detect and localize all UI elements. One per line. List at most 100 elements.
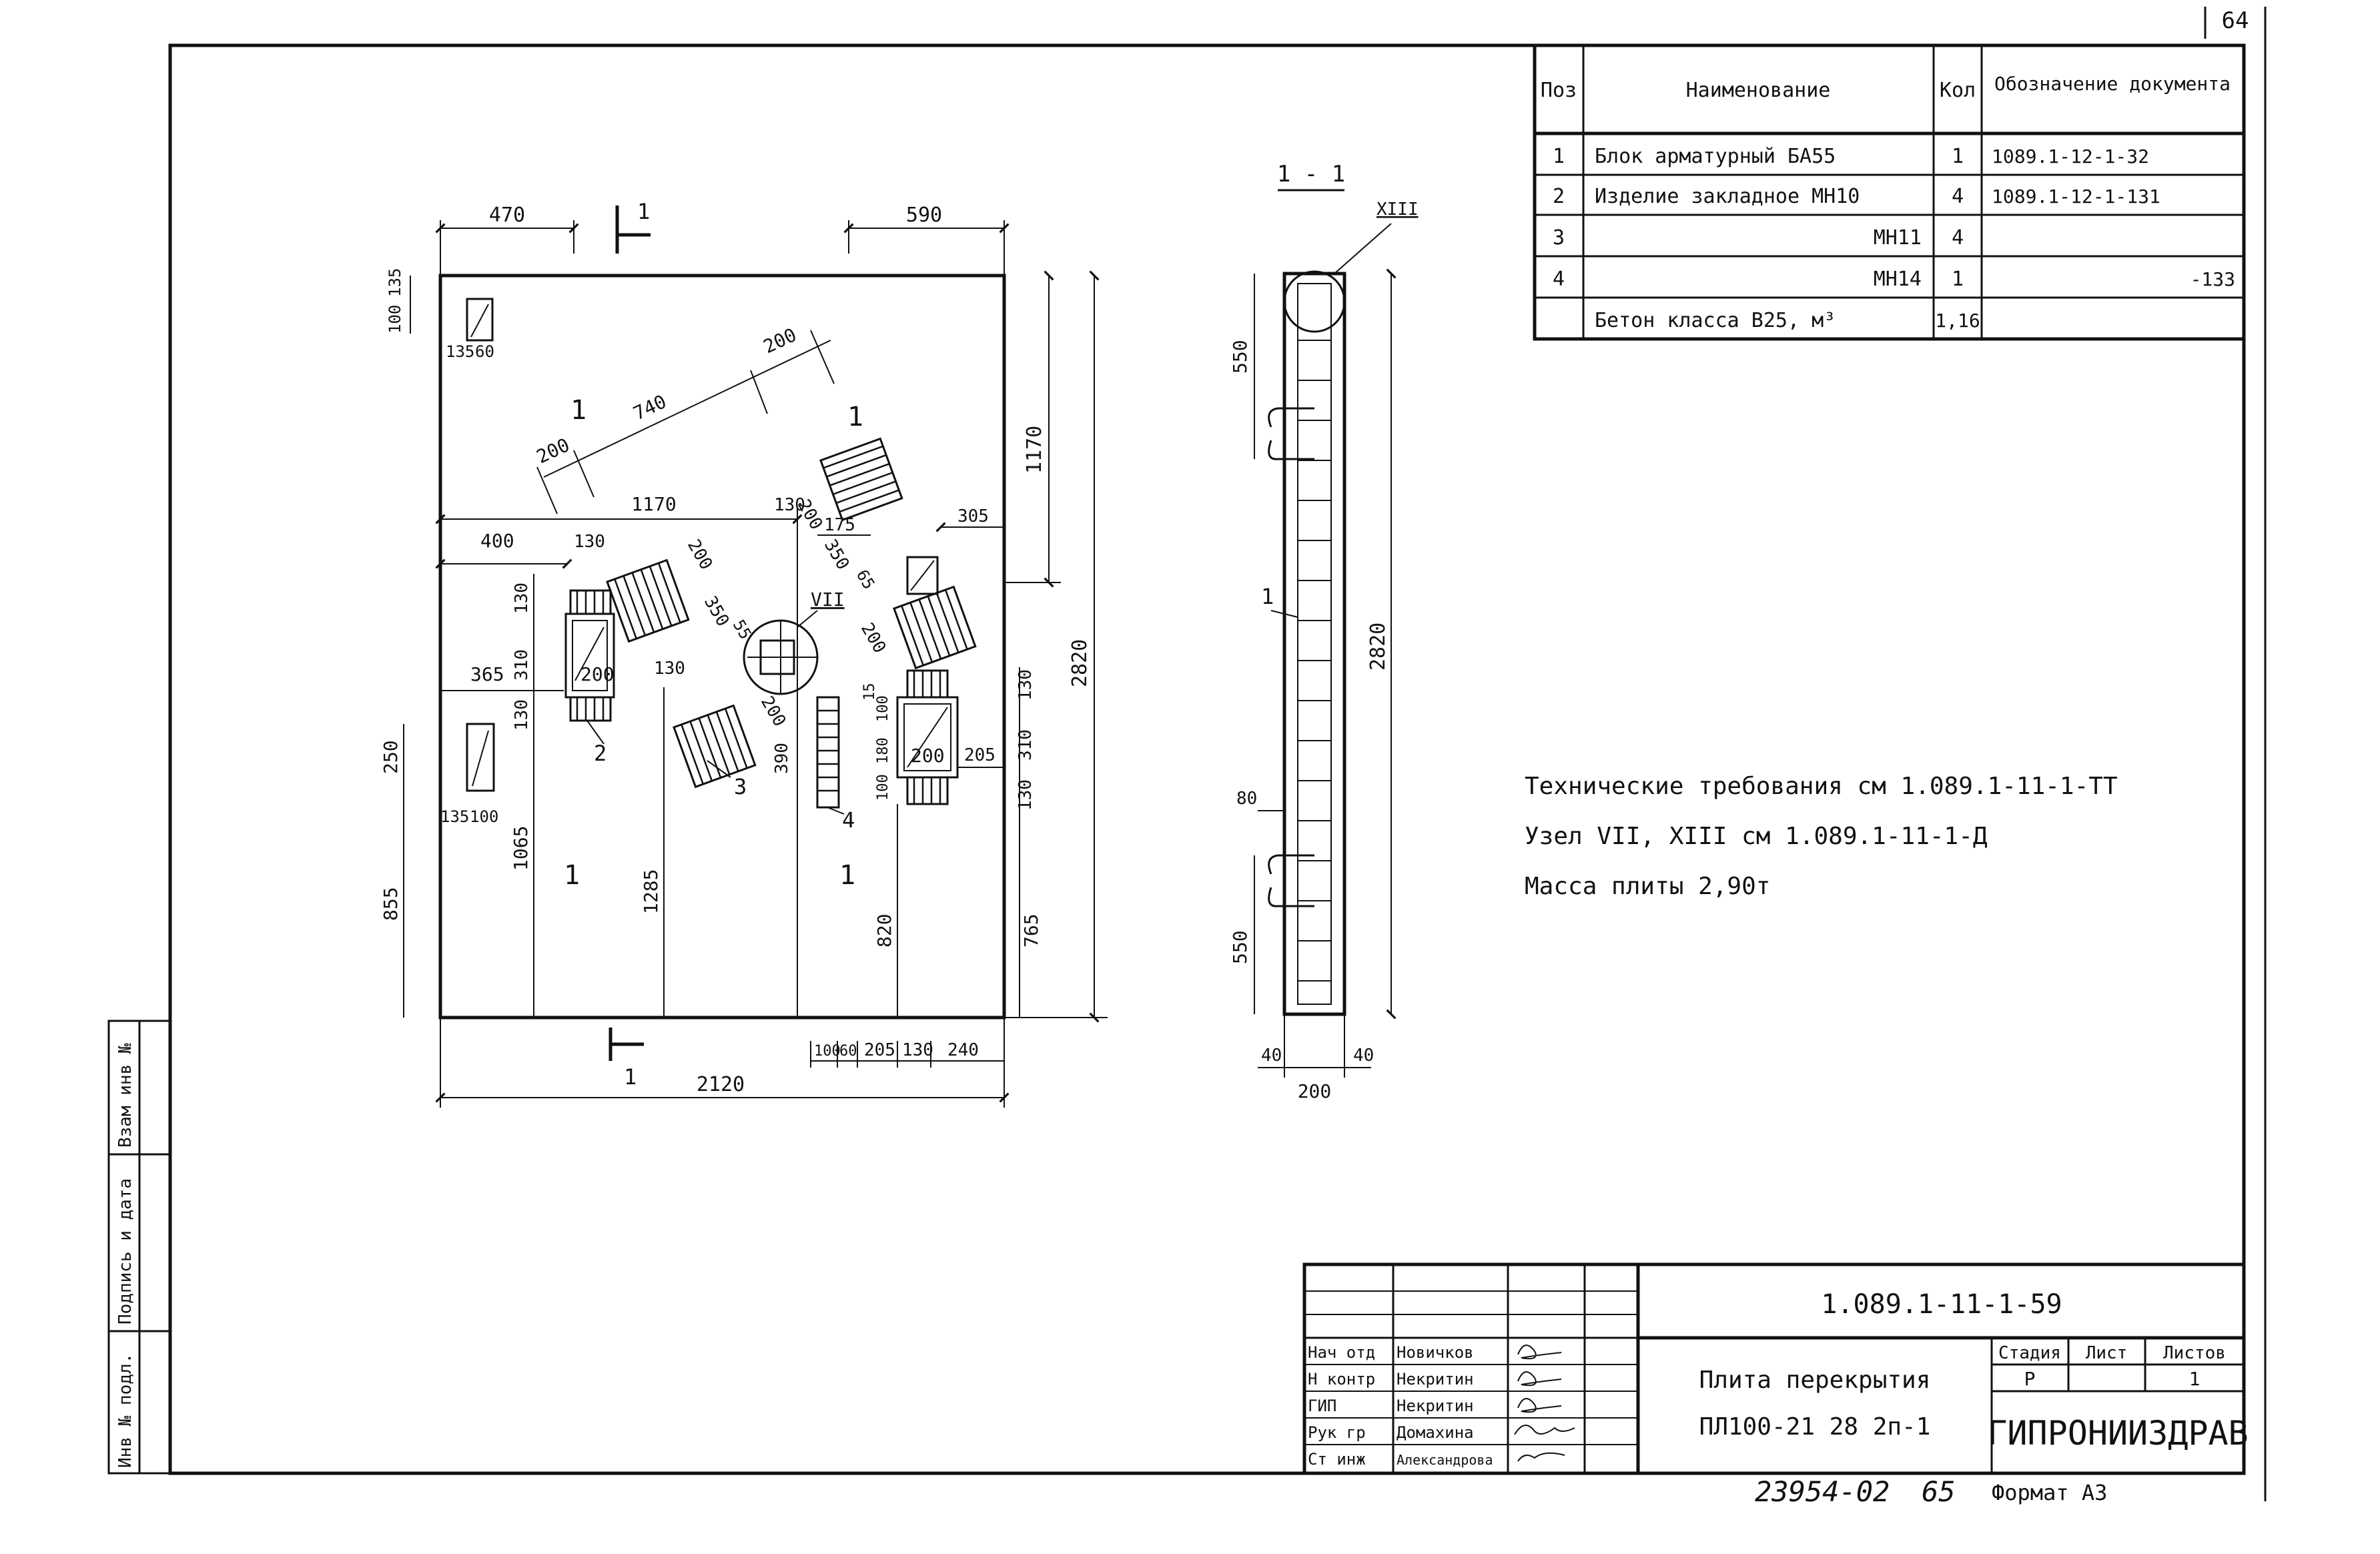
sign-role-1: Нач отд xyxy=(1308,1343,1375,1362)
sign-name-3: Некритин xyxy=(1397,1397,1474,1415)
note-mass: Масса плиты 2,90т xyxy=(1525,873,1770,900)
embedded-plate-3-right xyxy=(893,585,977,670)
dim-855: 855 xyxy=(380,887,402,921)
spec-row5-name: Бетон класса В25, м³ xyxy=(1595,309,1836,332)
dim-135-a: 135 xyxy=(446,342,474,361)
dim-350-b: 350 xyxy=(700,593,733,631)
dim-130-d: 130 xyxy=(654,659,685,679)
pos-1-d: 1 xyxy=(839,860,855,891)
dim-180: 180 xyxy=(875,737,891,764)
left-strip: Инв № подл. Подпись и дата Взам инв № xyxy=(107,1020,171,1475)
title-block: 1.089.1-11-1-59 Плита перекрытия ПЛ100-2… xyxy=(1302,1262,2249,1475)
spec-row1-pos: 1 xyxy=(1553,145,1565,168)
dim-130-top: 130 xyxy=(574,532,605,552)
spec-row1-doc: 1089.1-12-1-32 xyxy=(1992,145,2149,167)
spec-row3-pos: 3 xyxy=(1553,226,1565,250)
dim-200-e: 200 xyxy=(580,663,615,685)
spec-row2-qty: 4 xyxy=(1952,185,1964,208)
sheets-value: 1 xyxy=(2189,1368,2201,1390)
dim-65: 65 xyxy=(853,566,879,593)
spec-row2-doc: 1089.1-12-1-131 xyxy=(1992,185,2160,208)
node-xiii-label: XIII xyxy=(1376,200,1419,220)
dim-765: 765 xyxy=(1020,913,1042,947)
footer-number: 23954-02 xyxy=(1755,1475,1890,1508)
dim-590: 590 xyxy=(906,204,942,227)
dim-200-f: 200 xyxy=(757,693,789,731)
dim-60: 60 xyxy=(475,342,494,361)
sec-dim-200: 200 xyxy=(1298,1080,1332,1102)
sign-name-5: Александрова xyxy=(1397,1452,1493,1468)
dim-100-b: 100 xyxy=(875,695,891,722)
embedded-plate-2 xyxy=(564,589,615,722)
signature-1 xyxy=(1517,1344,1562,1360)
dim-130-b: 130 xyxy=(512,582,532,614)
sec-dim-40-b: 40 xyxy=(1353,1046,1374,1066)
embedded-plate-3-left xyxy=(606,558,690,643)
sign-role-2: Н контр xyxy=(1308,1370,1375,1389)
pos-4: 4 xyxy=(842,807,855,833)
dim-130-g: 130 xyxy=(1016,779,1036,811)
signature-3 xyxy=(1517,1398,1562,1413)
section-outline xyxy=(1282,272,1346,1016)
dim-2820: 2820 xyxy=(1068,639,1092,687)
section-title: 1 - 1 xyxy=(1277,161,1345,187)
drawing-title-2: ПЛ100-21 28 2п-1 xyxy=(1699,1413,1931,1441)
dim-310-b: 310 xyxy=(1016,729,1036,761)
sec-dim-40-a: 40 xyxy=(1261,1046,1282,1066)
dim-100-c: 100 xyxy=(875,774,891,801)
embedded-plate-3-bottom xyxy=(673,704,757,789)
dim-200-g: 200 xyxy=(911,745,945,767)
dim-1170-h: 1170 xyxy=(631,493,676,515)
lifting-loop-bottom xyxy=(1268,854,1314,907)
doc-code: 1.089.1-11-1-59 xyxy=(1821,1289,2062,1320)
organization: ГИПРОНИИЗДРАВ xyxy=(1987,1414,2248,1453)
page-number-box: 64 xyxy=(2204,7,2267,39)
stage-value: Р xyxy=(2024,1368,2036,1390)
note-nodes: Узел VII, XIII см 1.089.1-11-1-Д xyxy=(1525,823,1988,850)
dim-130-a: 130 xyxy=(774,495,805,515)
strip-inv-podl: Инв № подл. xyxy=(115,1353,135,1468)
sec-dim-550-b: 550 xyxy=(1229,930,1251,964)
dim-400: 400 xyxy=(480,530,514,552)
spec-row2-pos: 2 xyxy=(1553,185,1565,208)
pos-1-a: 1 xyxy=(570,395,586,426)
dim-100-d: 100 xyxy=(470,807,498,826)
pos-2: 2 xyxy=(594,741,607,766)
embedded-plate-2-right xyxy=(896,669,959,805)
sheet-header: Лист xyxy=(2086,1343,2128,1363)
dim-200-c: 200 xyxy=(683,536,716,574)
section-view: 1 - 1 XIII 550 2820 80 550 1 xyxy=(1229,161,1419,1102)
dim-135-b: 135 xyxy=(440,807,469,826)
sign-name-2: Некритин xyxy=(1397,1370,1474,1389)
dim-390: 390 xyxy=(772,743,792,774)
spec-row4-doc: -133 xyxy=(2191,268,2235,290)
sec-dim-2820: 2820 xyxy=(1366,623,1390,671)
dim-100: 100 xyxy=(386,305,404,334)
sec-dim-550-a: 550 xyxy=(1229,340,1251,374)
dim-15: 15 xyxy=(861,683,878,701)
node-vii-label: VII xyxy=(811,589,845,611)
stage-header: Стадия xyxy=(1998,1343,2061,1363)
strip-signature-date: Подпись и дата xyxy=(115,1178,135,1324)
spec-header-qty: Кол xyxy=(1940,79,1976,102)
embedded-plate-4 xyxy=(816,696,840,809)
sheet-frame xyxy=(168,43,2246,1475)
spec-header-name: Наименование xyxy=(1686,79,1831,102)
sign-role-4: Рук гр xyxy=(1308,1423,1366,1442)
page-number: 64 xyxy=(2222,7,2249,34)
drawing-title-1: Плита перекрытия xyxy=(1699,1367,1931,1394)
dim-820: 820 xyxy=(873,913,895,947)
spec-table: Поз Наименование Кол Обозначение докумен… xyxy=(1533,43,2246,341)
dim-365: 365 xyxy=(470,663,504,685)
small-plate-right xyxy=(906,556,939,595)
dim-60-b: 60 xyxy=(839,1043,857,1060)
dim-200-b: 200 xyxy=(760,324,800,358)
sec-dim-80: 80 xyxy=(1236,789,1257,809)
pos-3: 3 xyxy=(734,774,747,799)
dim-55: 55 xyxy=(729,617,755,643)
spec-row3-qty: 4 xyxy=(1952,226,1964,250)
plan-view: 1 1 470 590 100 135 135 60 200 740 200 1… xyxy=(380,199,1108,1108)
dim-350-a: 350 xyxy=(820,536,853,574)
spec-row4-pos: 4 xyxy=(1553,268,1565,291)
